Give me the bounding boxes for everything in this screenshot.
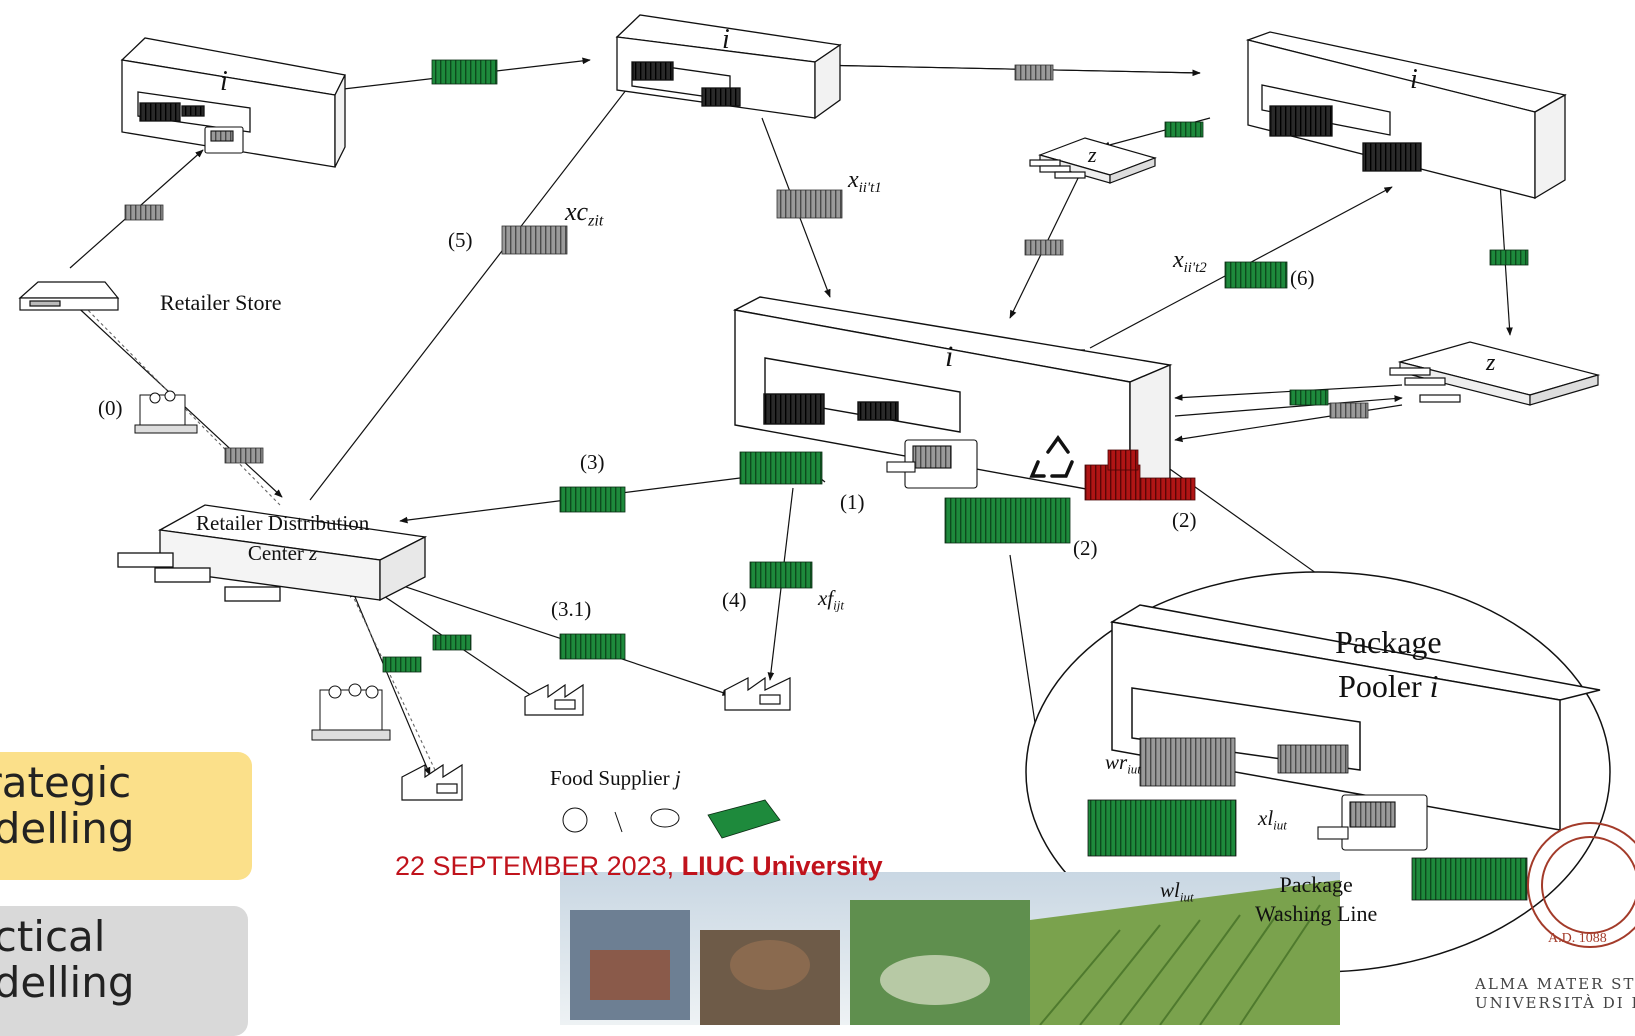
var-xc-sub: zit <box>588 212 604 230</box>
retailer-dc-var: z <box>309 541 318 565</box>
tactical-line1: actical <box>0 912 106 961</box>
dock-z-top <box>1029 137 1157 184</box>
var-wl-base: wl <box>1160 878 1180 902</box>
flow-label-2-green: (2) <box>1073 536 1098 560</box>
retailer-store <box>18 281 120 311</box>
var-x-t1: xii't1 <box>848 167 882 197</box>
flow-label-3-1: (3.1) <box>551 597 592 621</box>
var-wr-base: wr <box>1105 750 1128 774</box>
red-crates <box>1084 449 1196 501</box>
node-label-z-top: z <box>1088 142 1097 167</box>
var-xf: xfijt <box>818 586 844 614</box>
pooler-var: i <box>1429 668 1439 704</box>
food-supplier-text: Food Supplier <box>550 766 670 790</box>
svg-text:A.D. 1088: A.D. 1088 <box>1548 931 1607 946</box>
warehouse-top-right <box>1245 31 1567 200</box>
event-date-text: 22 SEPTEMBER 2023, <box>395 851 682 881</box>
pooler-line2: Pooler <box>1338 668 1422 704</box>
var-xc-base: xc <box>565 197 589 226</box>
retailer-dc-line2: Center <box>247 541 304 565</box>
food-supplier-var: j <box>674 766 681 790</box>
node-label-z-right: z <box>1486 350 1496 376</box>
retailer-dc-label: Retailer Distribution Center z <box>196 508 369 568</box>
vegetables-icon <box>562 807 680 833</box>
pallet-icon <box>134 390 391 741</box>
flow-label-0: (0) <box>98 396 123 420</box>
flow-label-1: (1) <box>840 490 865 514</box>
var-wl: wliut <box>1160 878 1194 906</box>
node-label-i-top-center: i <box>722 24 730 55</box>
dock-z-right <box>1389 341 1601 406</box>
event-date-banner: 22 SEPTEMBER 2023, LIUC University <box>395 851 883 882</box>
warehouse-top-center <box>615 14 842 120</box>
flow-label-2-red: (2) <box>1172 508 1197 532</box>
flow-label-3: (3) <box>580 450 605 474</box>
factory-icon <box>401 676 791 801</box>
var-xl-base: xl <box>1258 806 1274 830</box>
flow-label-4: (4) <box>722 588 747 612</box>
node-label-i-top-left: i <box>220 66 228 97</box>
var-xc: xczit <box>565 197 603 231</box>
var-x2-sub: ii't2 <box>1183 260 1207 277</box>
package-pooler-label: Package Pooler i <box>1335 620 1442 708</box>
var-xl-sub: iut <box>1273 817 1287 833</box>
retailer-store-label: Retailer Store <box>160 290 282 315</box>
alma-line1: ALMA MATER STUDIO <box>1475 975 1635 993</box>
pooler-crates <box>1087 737 1528 901</box>
recycle-icon <box>1029 434 1074 478</box>
strategic-modelling-tab[interactable]: trategic odelling <box>0 752 252 880</box>
photo-strip <box>560 872 1340 1025</box>
node-label-i-top-right: i <box>1410 64 1418 95</box>
var-x1-base: x <box>848 167 859 193</box>
washing-line-label: Package Washing Line <box>1255 870 1377 928</box>
event-university: LIUC University <box>681 851 883 881</box>
alma-mater-caption: ALMA MATER STUDIO UNIVERSITÀ DI BOLO <box>1475 975 1635 1013</box>
warehouse-main <box>732 296 1173 499</box>
food-supplier-label: Food Supplier j <box>550 766 681 791</box>
university-seal-icon: A.D. 1088 <box>1527 822 1635 948</box>
strategic-line2: odelling <box>0 804 135 853</box>
pooler-washer <box>1317 794 1428 851</box>
washing-line1: Package <box>1279 872 1353 897</box>
warehouse-top-left <box>120 37 346 168</box>
pooler-line1: Package <box>1335 624 1442 660</box>
var-wr-sub: iut <box>1127 761 1141 777</box>
retailer-dc-line1: Retailer Distribution <box>196 511 370 535</box>
node-label-i-main: i <box>945 340 954 373</box>
var-x1-sub: ii't1 <box>858 180 882 197</box>
strategic-line1: trategic <box>0 758 132 807</box>
var-xl: xliut <box>1258 806 1287 834</box>
var-xf-sub: ijt <box>833 597 845 613</box>
washing-line2: Washing Line <box>1255 901 1378 926</box>
var-x2-base: x <box>1173 247 1184 273</box>
tactical-line2: odelling <box>0 958 135 1007</box>
flow-label-5: (5) <box>448 228 473 252</box>
tactical-modelling-tab[interactable]: actical odelling <box>0 906 248 1036</box>
var-xf-base: xf <box>818 586 834 610</box>
flow-label-6: (6) <box>1290 266 1315 290</box>
retailer-dc <box>117 504 428 602</box>
alma-line2: UNIVERSITÀ DI BOLO <box>1475 994 1635 1012</box>
var-wr: wriut <box>1105 750 1141 778</box>
var-wl-sub: iut <box>1179 889 1194 905</box>
var-x-t2: xii't2 <box>1173 247 1207 277</box>
